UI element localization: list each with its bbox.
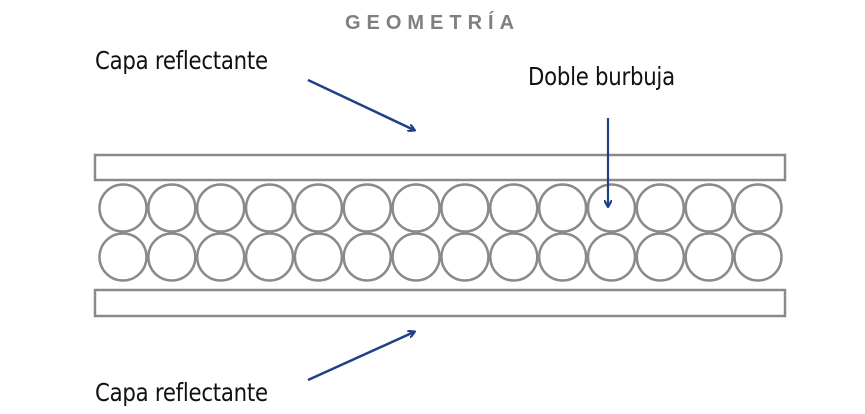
bubble	[733, 232, 783, 282]
bubble	[244, 232, 295, 282]
bubble	[293, 232, 344, 282]
bubble	[342, 183, 392, 233]
bubble	[98, 232, 148, 282]
bubble	[586, 183, 637, 233]
bubble	[684, 232, 734, 282]
bubble	[684, 183, 734, 233]
bubble	[195, 232, 246, 282]
top-layer-label: Capa reflectante	[95, 46, 268, 75]
bubble	[586, 232, 637, 282]
diagram-title: GEOMETRÍA	[344, 12, 521, 34]
bubble	[244, 183, 295, 233]
bubble	[195, 183, 246, 233]
bottom-layer-arrow	[307, 332, 414, 382]
bubble	[147, 232, 197, 282]
top-reflective-layer	[93, 153, 787, 182]
bubble	[391, 183, 441, 233]
bubble	[440, 232, 490, 282]
bottom-layer-label: Capa reflectante	[95, 378, 268, 407]
bubble	[489, 232, 539, 282]
bubble	[440, 183, 490, 233]
bubble-grid	[98, 183, 783, 282]
bubble	[635, 232, 686, 282]
bubble	[733, 183, 783, 233]
bubble	[489, 183, 539, 233]
bubble	[391, 232, 441, 282]
bottom-reflective-layer	[93, 288, 787, 318]
bubbles-label: Doble burbuja	[528, 62, 675, 91]
bubble	[293, 183, 344, 233]
top-layer-arrow	[307, 78, 414, 130]
bubble	[537, 232, 588, 282]
bubble	[537, 183, 588, 233]
bubble	[147, 183, 197, 233]
bubble	[342, 232, 392, 282]
bubble	[98, 183, 148, 233]
bubble	[635, 183, 686, 233]
